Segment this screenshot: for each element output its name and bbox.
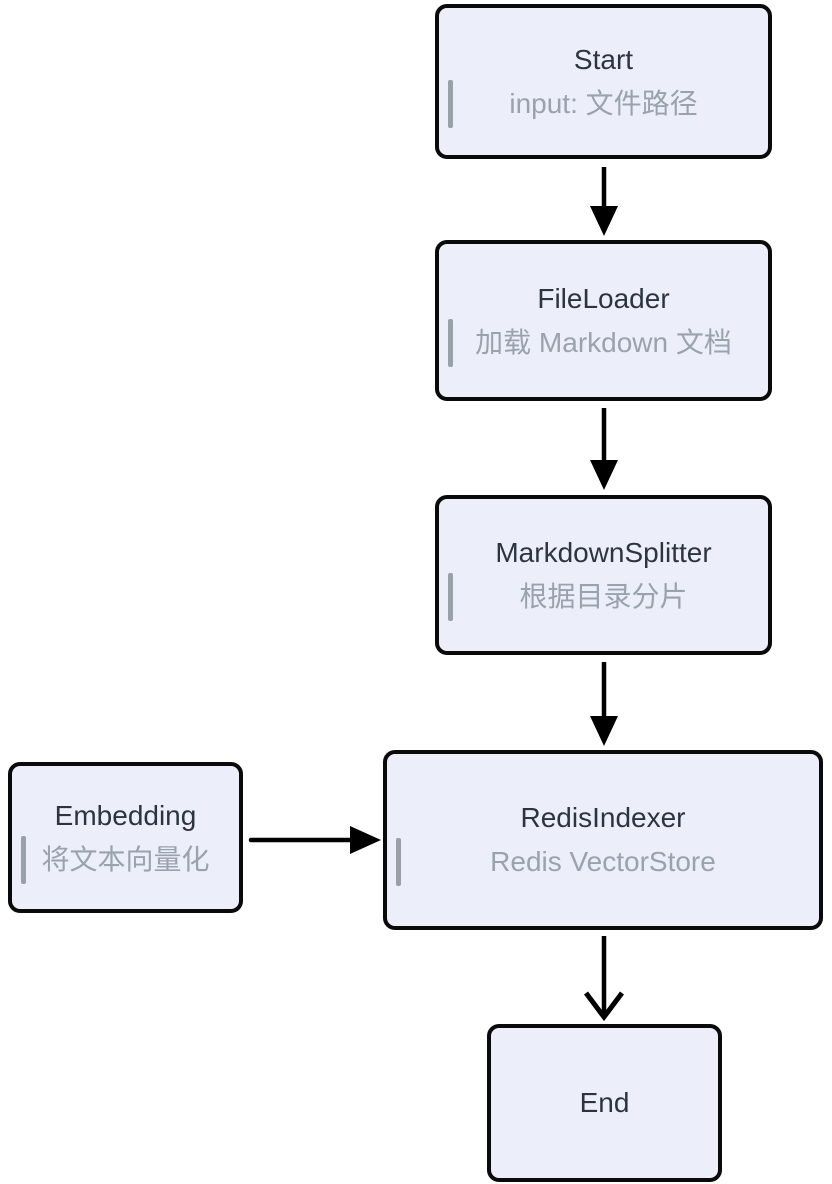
node-subtitle: 加载 Markdown 文档 [439, 318, 768, 367]
node-title: MarkdownSplitter [495, 537, 712, 568]
node-start: Start input: 文件路径 [435, 4, 772, 159]
node-redisindexer: RedisIndexer Redis VectorStore [383, 750, 823, 930]
node-subtitle-text: 根据目录分片 [519, 581, 688, 612]
arrowhead-solid-icon [590, 716, 618, 746]
node-subtitle-text: 加载 Markdown 文档 [475, 326, 732, 358]
node-end: End [487, 1024, 722, 1182]
node-subtitle-text: Redis VectorStore [490, 846, 716, 877]
edge-start-fileloader [590, 167, 618, 236]
edge-markdownsplitter-redisindexer [590, 662, 618, 746]
edge-redisindexer-end [584, 936, 624, 1022]
node-subtitle-text: 将文本向量化 [41, 843, 210, 875]
node-markdownsplitter: MarkdownSplitter 根据目录分片 [435, 495, 772, 655]
node-embedding: Embedding 将文本向量化 [8, 762, 243, 913]
node-title: End [579, 1087, 630, 1118]
blockquote-bar [396, 838, 401, 886]
node-fileloader: FileLoader 加载 Markdown 文档 [435, 240, 772, 401]
edge-fileloader-markdownsplitter [590, 408, 618, 490]
blockquote-bar [448, 79, 453, 128]
blockquote-bar [448, 318, 453, 367]
node-subtitle: Redis VectorStore [387, 838, 819, 886]
blockquote-bar [21, 835, 26, 884]
node-title: Embedding [54, 799, 197, 831]
arrowhead-chevron-icon [584, 991, 624, 1022]
node-subtitle-text: input: 文件路径 [509, 87, 698, 119]
arrowhead-solid-icon [350, 826, 381, 854]
node-title: RedisIndexer [520, 802, 686, 833]
arrowhead-solid-icon [590, 460, 618, 490]
node-subtitle: 将文本向量化 [12, 835, 239, 884]
node-title: Start [573, 43, 634, 75]
blockquote-bar [448, 573, 453, 621]
edge-embedding-redisindexer [248, 826, 381, 854]
arrowhead-solid-icon [590, 206, 618, 236]
node-subtitle: 根据目录分片 [439, 573, 768, 621]
node-title: FileLoader [537, 282, 670, 314]
node-subtitle: input: 文件路径 [439, 79, 768, 128]
